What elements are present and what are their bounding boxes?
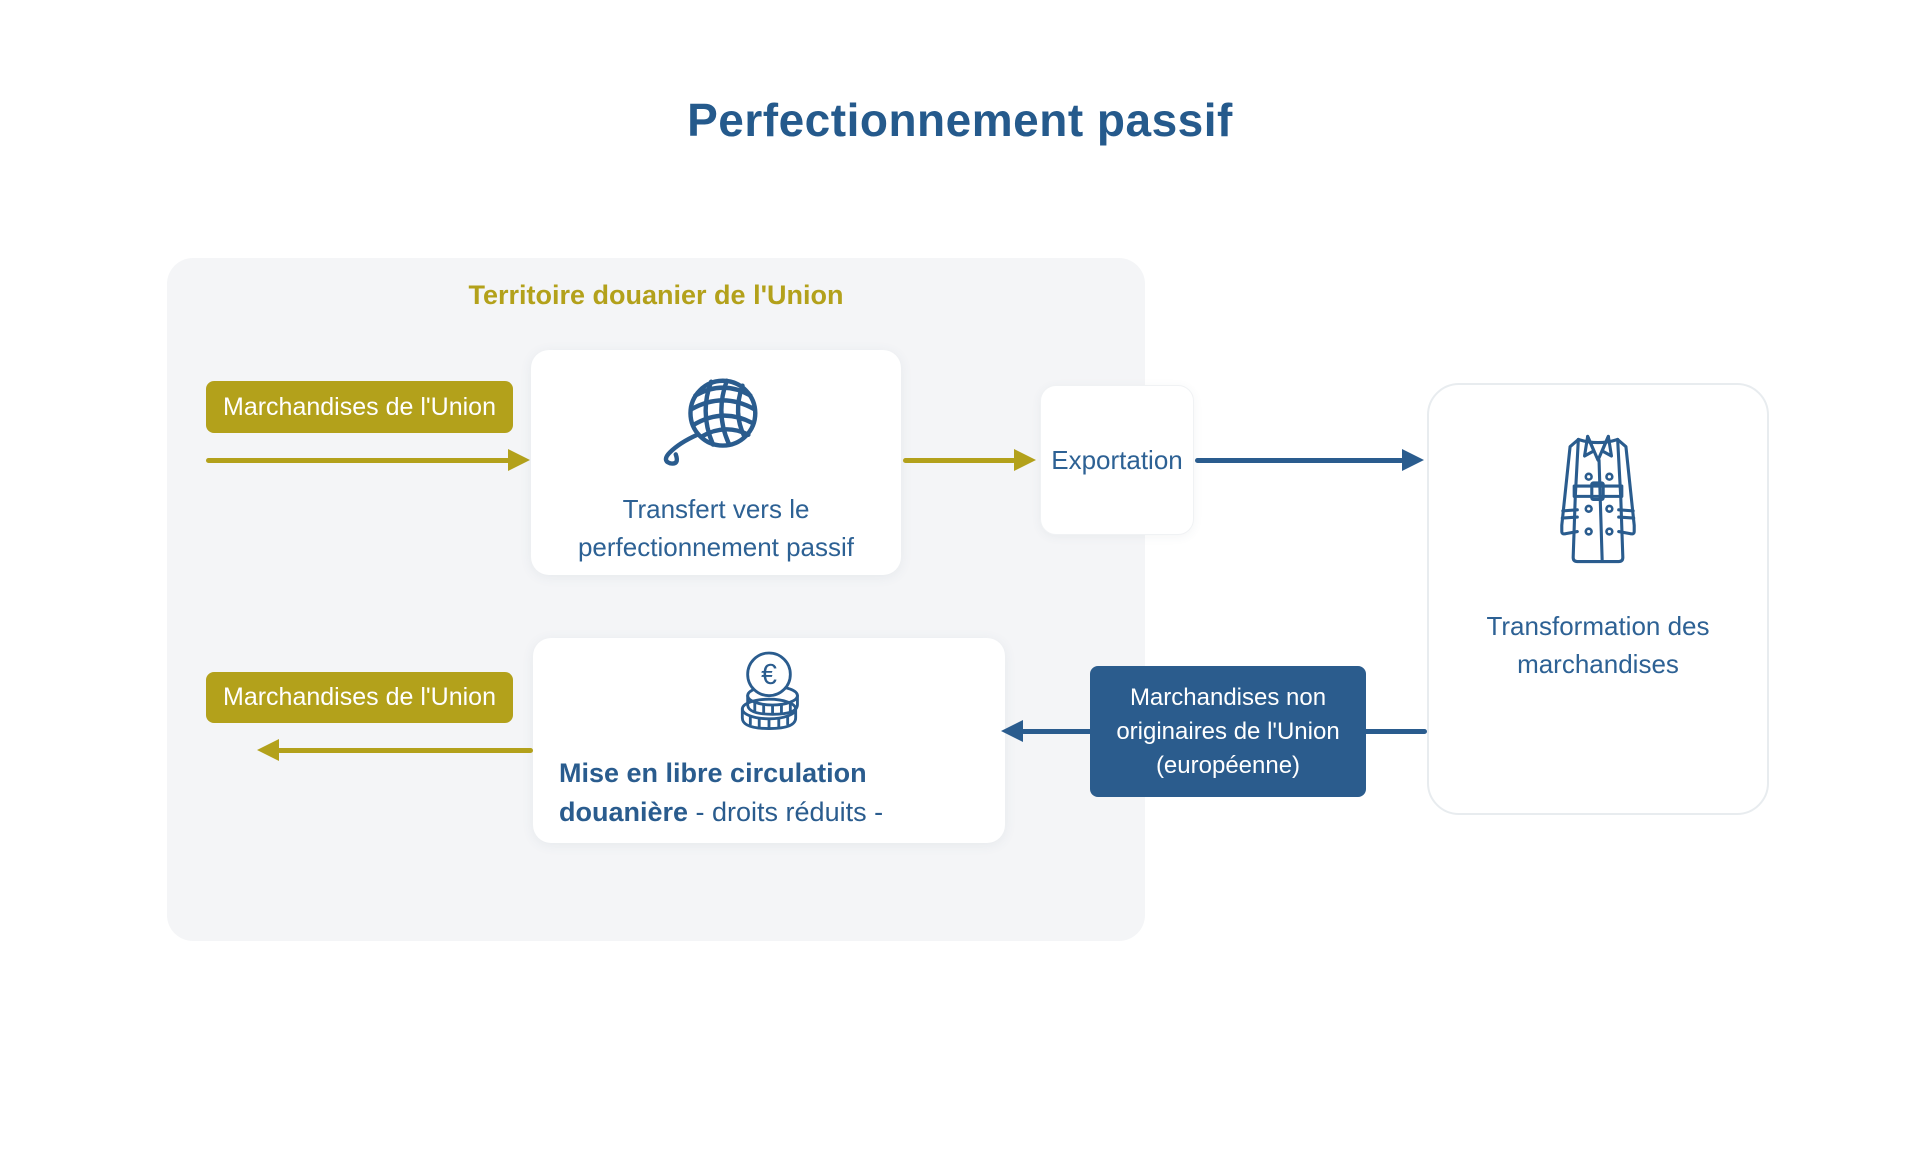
arrow-line <box>206 458 510 463</box>
transformation-card-label-line2: marchandises <box>1517 649 1679 679</box>
svg-text:€: € <box>761 659 777 691</box>
release-label-regular-line2: - droits réduits - <box>688 797 884 827</box>
release-label-bold-line1: Mise en libre circulation <box>559 758 867 788</box>
transformation-card-icon-wrap <box>1429 425 1767 575</box>
union-goods-badge-top: Marchandises de l'Union <box>206 381 513 433</box>
arrow-line <box>1195 458 1404 463</box>
arrow-line <box>277 748 533 753</box>
non-union-goods-box: Marchandises non originaires de l'Union … <box>1090 666 1366 797</box>
union-goods-badge-bottom: Marchandises de l'Union <box>206 672 513 723</box>
arrow-line <box>903 458 1016 463</box>
arrow-head-icon <box>508 449 530 471</box>
arrow-head-icon <box>257 739 279 761</box>
arrow-transfer-to-export <box>903 449 1036 471</box>
non-union-goods-line3: (européenne) <box>1155 751 1301 779</box>
territory-heading: Territoire douanier de l'Union <box>468 280 844 310</box>
transfer-card-label: Transfert vers le perfectionnement passi… <box>531 490 901 566</box>
transfer-card-label-line1: Transfert vers le <box>622 494 810 524</box>
union-goods-badge-top-label: Marchandises de l'Union <box>223 392 496 421</box>
union-goods-badge-bottom-label: Marchandises de l'Union <box>223 683 496 711</box>
transfer-card: Transfert vers le perfectionnement passi… <box>531 350 901 575</box>
release-card-icon-wrap: € <box>533 650 1005 744</box>
transfer-card-label-line2: perfectionnement passif <box>577 532 855 562</box>
transformation-card-label-line1: Transformation des <box>1486 611 1710 641</box>
trench-coat-icon <box>1560 434 1636 564</box>
arrow-release-to-union-goods <box>257 739 533 761</box>
release-card: € Mise en libre circulation douanière - … <box>533 638 1005 843</box>
transformation-card-label: Transformation des marchandises <box>1429 607 1767 683</box>
arrow-head-icon <box>1402 449 1424 471</box>
export-box: Exportation <box>1040 385 1194 535</box>
transfer-card-icon-wrap <box>531 368 901 476</box>
arrow-head-icon <box>1001 720 1023 742</box>
release-card-label: Mise en libre circulation douanière - dr… <box>559 754 1005 832</box>
page-title: Perfectionnement passif <box>687 94 1233 146</box>
non-union-goods-line2: originaires de l'Union <box>1116 717 1340 745</box>
arrow-export-to-transformation <box>1195 449 1424 471</box>
non-union-goods-line1: Marchandises non <box>1129 683 1327 711</box>
transformation-card: Transformation des marchandises <box>1427 383 1769 815</box>
release-label-bold-line2: douanière <box>559 797 689 827</box>
arrow-head-icon <box>1014 449 1036 471</box>
export-label: Exportation <box>1051 445 1183 475</box>
arrow-union-goods-to-transfer <box>206 449 530 471</box>
yarn-ball-icon <box>663 378 758 466</box>
euro-coins-icon: € <box>740 651 799 730</box>
